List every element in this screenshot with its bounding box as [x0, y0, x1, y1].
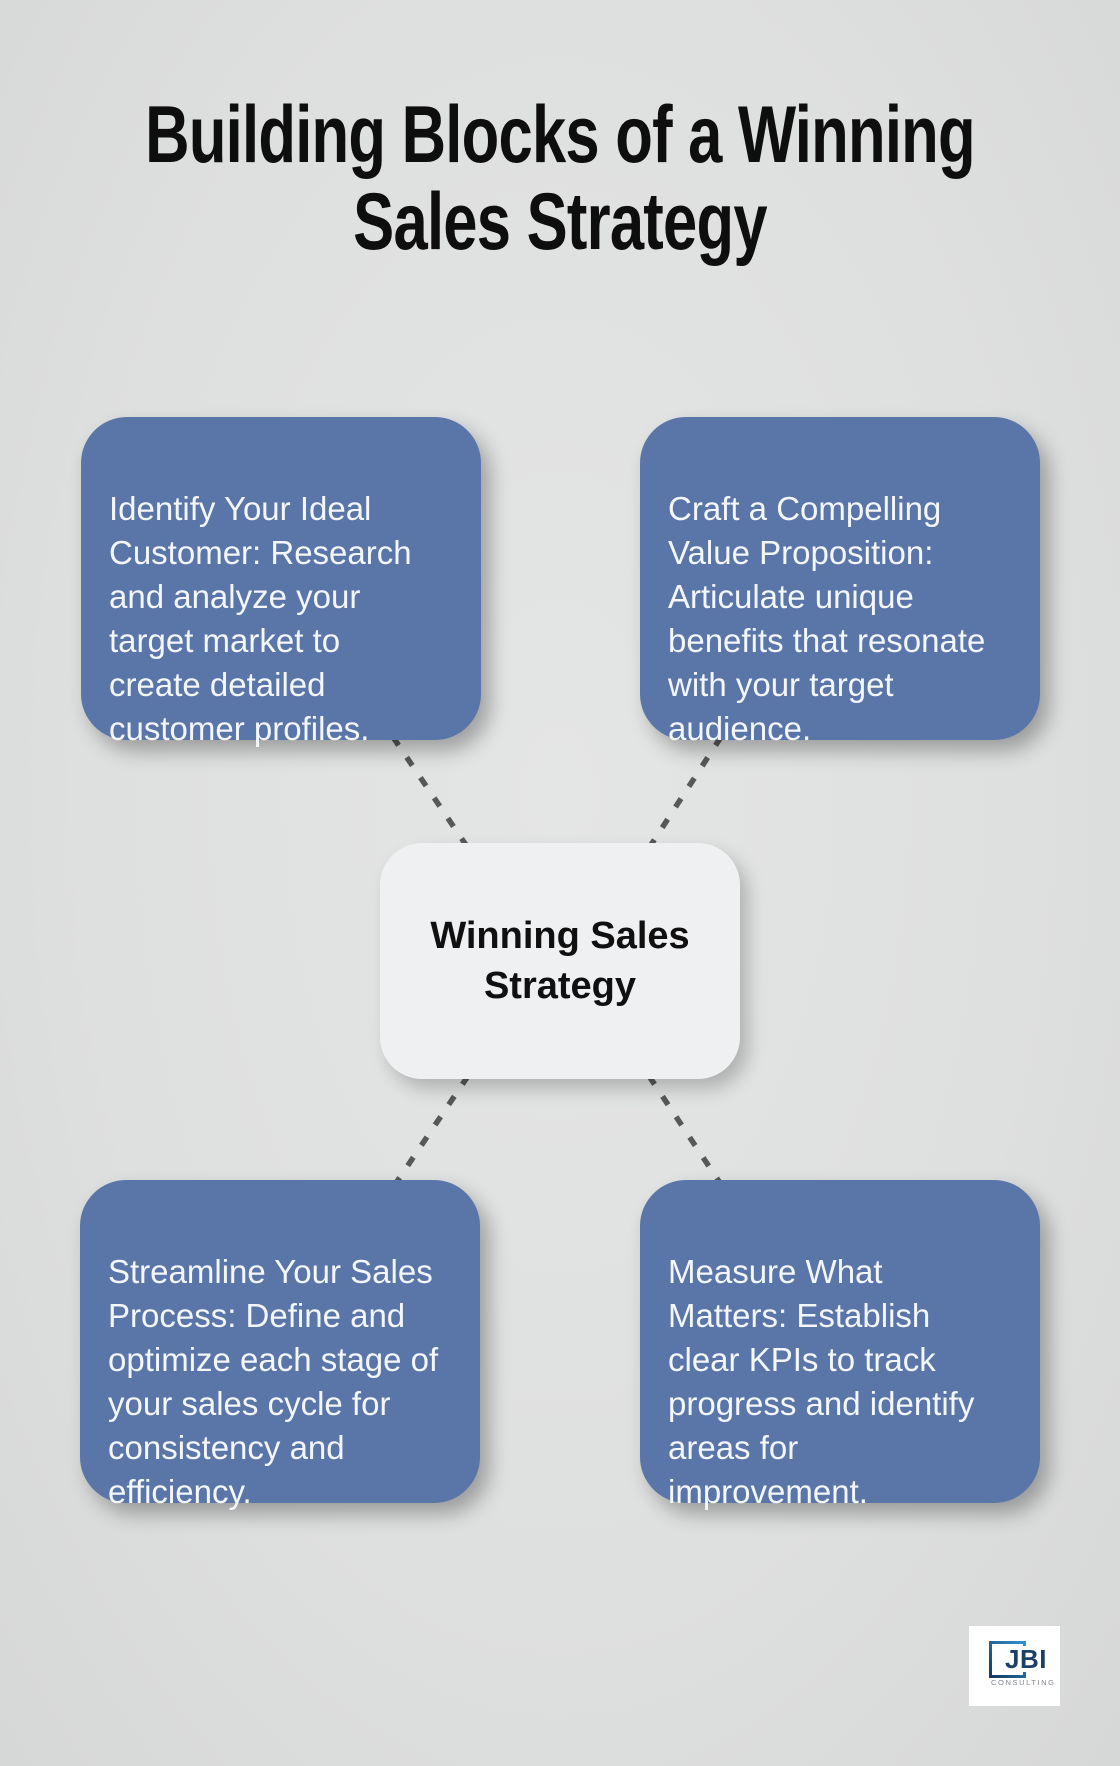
jbi-consulting-logo: JBI CONSULTING: [969, 1626, 1060, 1706]
logo-acronym: JBI: [1004, 1644, 1048, 1674]
node-text: Identify Your Ideal Customer: Research a…: [109, 490, 412, 748]
node-craft-value-proposition: Craft a Compelling Value Proposition: Ar…: [640, 417, 1040, 747]
node-measure-what-matters: Measure What Matters: Establish clear KP…: [640, 1180, 1040, 1510]
node-text: Streamline Your Sales Process: Define an…: [108, 1253, 439, 1511]
node-identify-ideal-customer: Identify Your Ideal Customer: Research a…: [81, 417, 481, 747]
node-text: Craft a Compelling Value Proposition: Ar…: [668, 490, 986, 748]
logo-subtitle: CONSULTING: [991, 1678, 1056, 1687]
connector-bottom-left: [391, 1074, 471, 1188]
connector-bottom-right: [646, 1074, 725, 1188]
center-node-text: Winning Sales Strategy: [430, 914, 690, 1007]
center-node-winning-sales-strategy: Winning Sales Strategy: [380, 843, 740, 1079]
node-text: Measure What Matters: Establish clear KP…: [668, 1253, 975, 1511]
node-streamline-sales-process: Streamline Your Sales Process: Define an…: [80, 1180, 480, 1510]
page-title: Building Blocks of a Winning Sales Strat…: [145, 90, 975, 268]
